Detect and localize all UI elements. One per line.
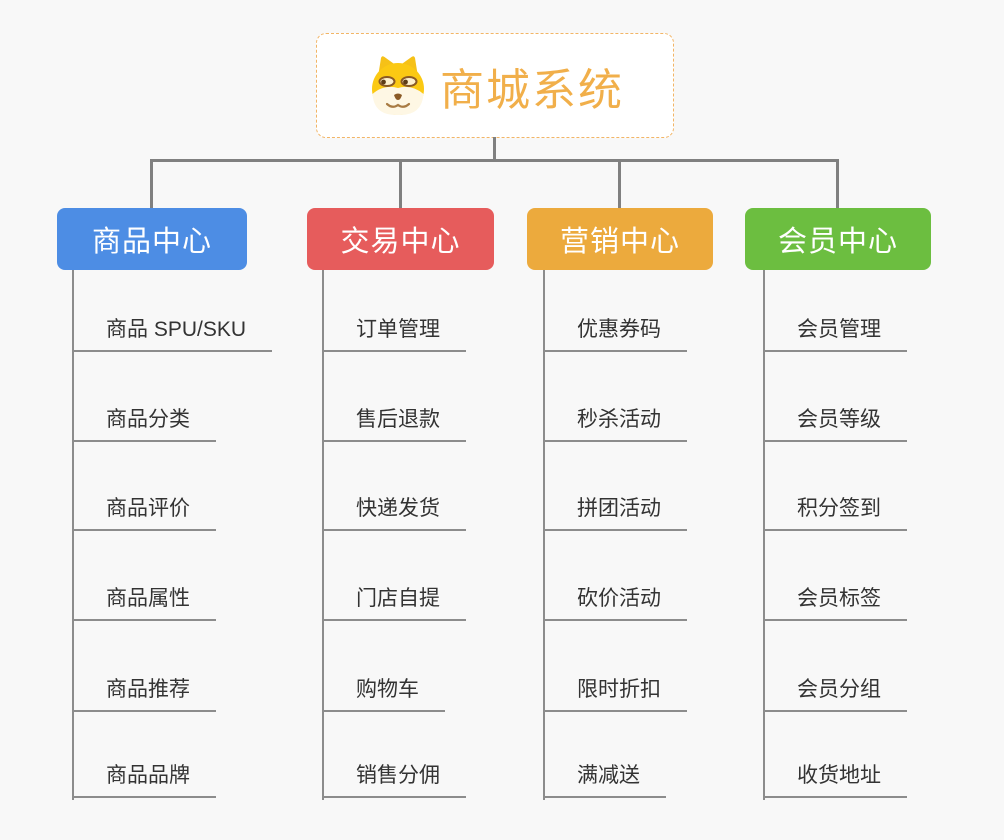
branch-box-members[interactable]: 会员中心 <box>745 208 931 270</box>
leaf-item[interactable]: 优惠券码 <box>543 317 687 352</box>
leaf-item[interactable]: 门店自提 <box>322 586 466 621</box>
leaf-item[interactable]: 商品推荐 <box>72 677 216 712</box>
leaf-item[interactable]: 会员管理 <box>763 317 907 352</box>
doge-icon <box>372 55 424 115</box>
connector-root-drop <box>493 137 496 162</box>
leaf-item[interactable]: 商品分类 <box>72 407 216 442</box>
branch-column-marketing: 优惠券码秒杀活动拼团活动砍价活动限时折扣满减送 <box>543 270 783 810</box>
branch-column-members: 会员管理会员等级积分签到会员标签会员分组收货地址 <box>763 270 1003 810</box>
leaf-item[interactable]: 砍价活动 <box>543 586 687 621</box>
leaf-item[interactable]: 会员标签 <box>763 586 907 621</box>
leaf-item[interactable]: 商品 SPU/SKU <box>72 317 273 352</box>
leaf-item[interactable]: 满减送 <box>543 763 666 798</box>
branch-vertical-line <box>763 270 765 800</box>
connector-drop-2 <box>399 159 402 209</box>
leaf-item[interactable]: 售后退款 <box>322 407 466 442</box>
root-title: 商城系统 <box>440 65 624 115</box>
leaf-item[interactable]: 拼团活动 <box>543 496 687 531</box>
branch-box-marketing[interactable]: 营销中心 <box>527 208 713 270</box>
leaf-item[interactable]: 会员分组 <box>763 677 907 712</box>
branch-vertical-line <box>322 270 324 800</box>
leaf-item[interactable]: 商品品牌 <box>72 763 216 798</box>
leaf-item[interactable]: 收货地址 <box>763 763 907 798</box>
branch-column-trade: 订单管理售后退款快递发货门店自提购物车销售分佣 <box>322 270 562 810</box>
leaf-item[interactable]: 秒杀活动 <box>543 407 687 442</box>
leaf-item[interactable]: 购物车 <box>322 677 445 712</box>
connector-drop-4 <box>836 159 839 209</box>
leaf-item[interactable]: 订单管理 <box>322 317 466 352</box>
branch-vertical-line <box>543 270 545 800</box>
leaf-item[interactable]: 快递发货 <box>322 496 466 531</box>
leaf-item[interactable]: 商品评价 <box>72 496 216 531</box>
root-node[interactable]: 商城系统 <box>316 33 674 138</box>
branch-box-products[interactable]: 商品中心 <box>57 208 247 270</box>
branch-vertical-line <box>72 270 74 800</box>
leaf-item[interactable]: 销售分佣 <box>322 763 466 798</box>
branch-box-trade[interactable]: 交易中心 <box>307 208 494 270</box>
branch-column-products: 商品 SPU/SKU 商品分类商品评价商品属性商品推荐商品品牌 <box>72 270 312 810</box>
connector-drop-3 <box>618 159 621 209</box>
leaf-item[interactable]: 积分签到 <box>763 496 907 531</box>
connector-bus <box>150 159 839 162</box>
leaf-item[interactable]: 限时折扣 <box>543 677 687 712</box>
leaf-item[interactable]: 商品属性 <box>72 586 216 621</box>
connector-drop-1 <box>150 159 153 209</box>
leaf-item[interactable]: 会员等级 <box>763 407 907 442</box>
